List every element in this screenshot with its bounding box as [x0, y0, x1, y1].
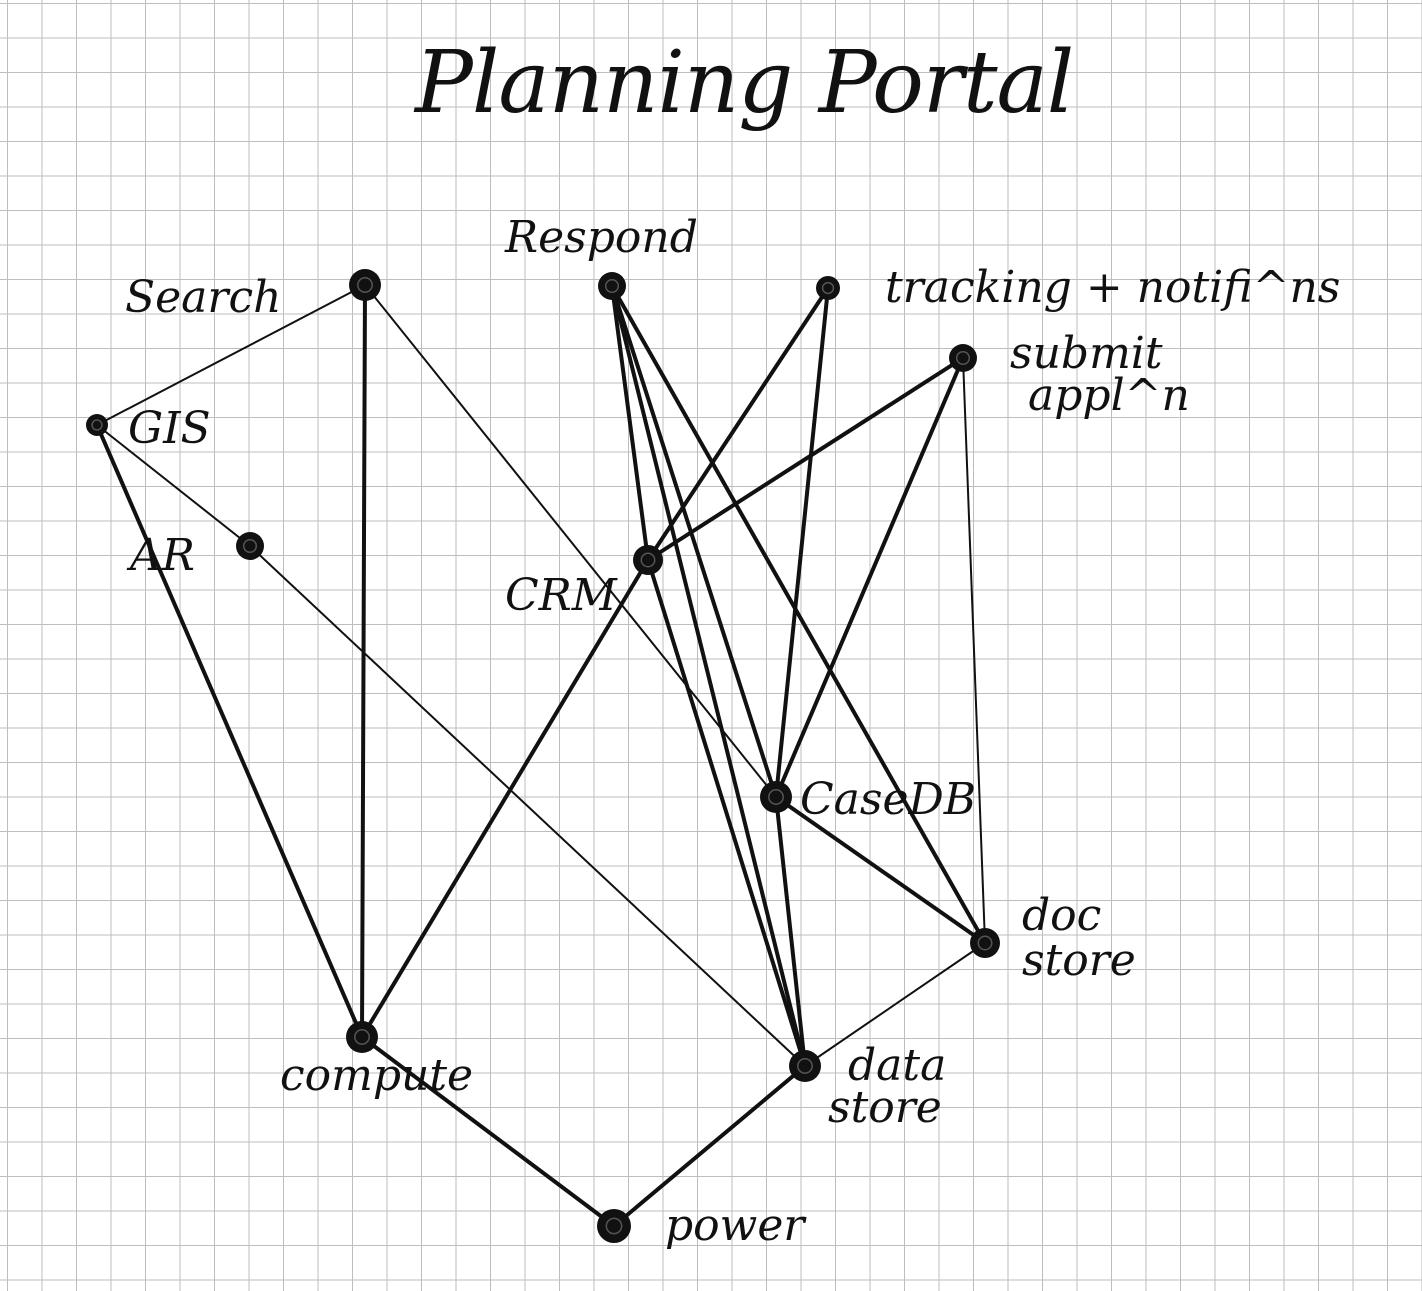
node-power — [597, 1209, 631, 1243]
node-label-docstore-line2: store — [1022, 935, 1136, 986]
node-label-ar: AR — [126, 530, 195, 581]
node-respond — [598, 272, 626, 300]
edge-respond-docstore — [610, 284, 987, 945]
node-tracking — [816, 276, 840, 300]
edge-group — [95, 283, 987, 1228]
node-ring-datastore — [797, 1058, 813, 1074]
node-label-tracking: tracking + notifi^ns — [885, 262, 1340, 313]
edge-search-gis — [96, 284, 366, 426]
node-label-submit-line1: submit — [1010, 328, 1163, 379]
edge-respond-datastore — [610, 284, 807, 1068]
diagram-title: Planning Portal — [413, 33, 1073, 133]
edge-gis-ar — [96, 424, 251, 547]
node-ring-docstore — [977, 935, 993, 951]
edge-casedb-datastore — [774, 795, 807, 1068]
node-ring-submit — [955, 350, 971, 366]
node-label-datastore-line1: data — [848, 1040, 946, 1091]
node-label-crm: CRM — [505, 570, 618, 621]
node-submit — [949, 344, 977, 372]
node-label-power: power — [665, 1200, 807, 1251]
node-gis — [86, 414, 108, 436]
edge-tracking-casedb — [774, 286, 830, 799]
node-docstore — [970, 928, 1000, 958]
edge-respond-casedb — [610, 284, 778, 799]
edge-respond-crm — [610, 284, 650, 562]
node-group — [86, 269, 1000, 1243]
node-ring-tracking — [821, 281, 835, 295]
edge-datastore-power — [612, 1064, 807, 1228]
node-label-search: Search — [125, 272, 281, 323]
node-label-compute: compute — [280, 1050, 473, 1101]
node-label-submit-line2: appl^n — [1028, 370, 1190, 421]
edge-submit-crm — [646, 356, 965, 562]
node-search — [349, 269, 381, 301]
node-ring-gis — [91, 419, 103, 431]
edge-docstore-datastore — [804, 942, 986, 1067]
edge-casedb-docstore — [774, 795, 987, 945]
node-datastore — [789, 1050, 821, 1082]
edge-submit-casedb — [774, 356, 965, 799]
edge-search-compute — [360, 283, 367, 1039]
node-ring-casedb — [768, 789, 784, 805]
node-label-respond: Respond — [504, 212, 698, 263]
node-label-casedb: CaseDB — [800, 774, 976, 825]
edge-search-casedb — [364, 284, 777, 798]
node-label-gis: GIS — [128, 403, 211, 454]
node-casedb — [760, 781, 792, 813]
edge-crm-datastore — [646, 558, 807, 1068]
node-ring-search — [357, 277, 373, 293]
edge-crm-compute — [360, 558, 650, 1039]
node-ring-compute — [354, 1029, 370, 1045]
node-ring-power — [605, 1217, 623, 1235]
edge-gis-compute — [95, 423, 364, 1039]
node-ring-respond — [604, 278, 620, 294]
node-ring-crm — [640, 552, 656, 568]
node-compute — [346, 1021, 378, 1053]
edge-ar-datastore — [249, 545, 806, 1067]
edge-submit-docstore — [962, 357, 986, 944]
node-ar — [236, 532, 264, 560]
edge-compute-power — [360, 1035, 616, 1228]
node-label-datastore-line2: store — [828, 1082, 942, 1133]
node-label-docstore-line1: doc — [1022, 890, 1101, 941]
edge-tracking-crm — [646, 286, 830, 562]
node-crm — [633, 545, 663, 575]
node-ring-ar — [242, 538, 258, 554]
